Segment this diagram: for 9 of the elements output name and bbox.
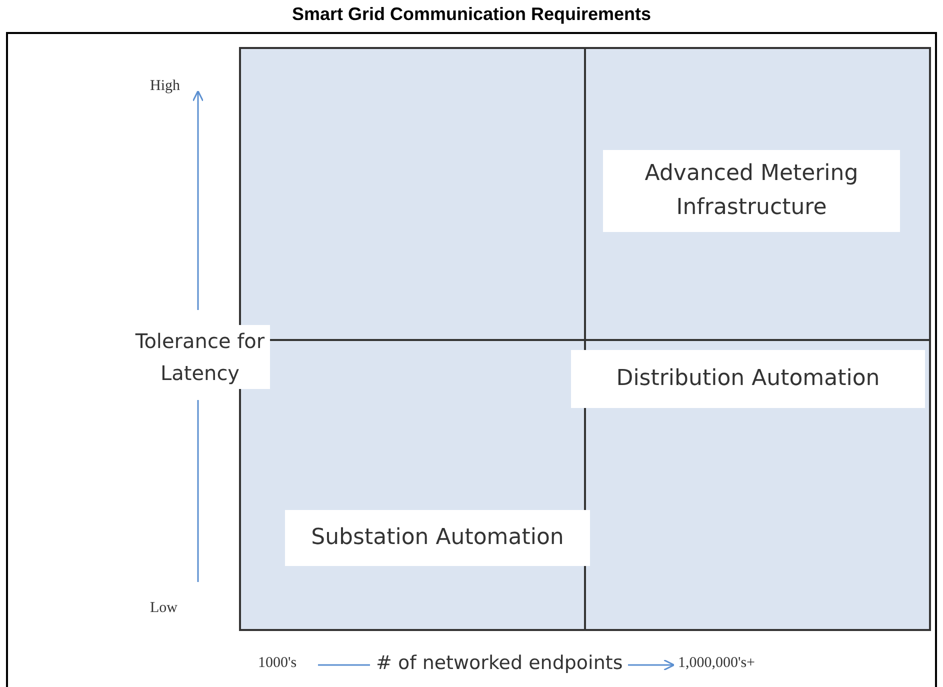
quadrant-label-box: Distribution Automation xyxy=(571,350,925,408)
axis-end-label: 1000's xyxy=(258,655,297,672)
quadrant-label-box: Substation Automation xyxy=(285,510,590,566)
quadrant-label-box: Advanced Metering Infrastructure xyxy=(603,150,900,232)
chart-title: Smart Grid Communication Requirements xyxy=(290,4,652,25)
axis-end-label: Low xyxy=(150,600,178,617)
axis-end-label: 1,000,000's+ xyxy=(678,655,755,672)
axis-title: # of networked endpoints xyxy=(376,652,623,674)
axis-end-label: High xyxy=(150,78,180,95)
